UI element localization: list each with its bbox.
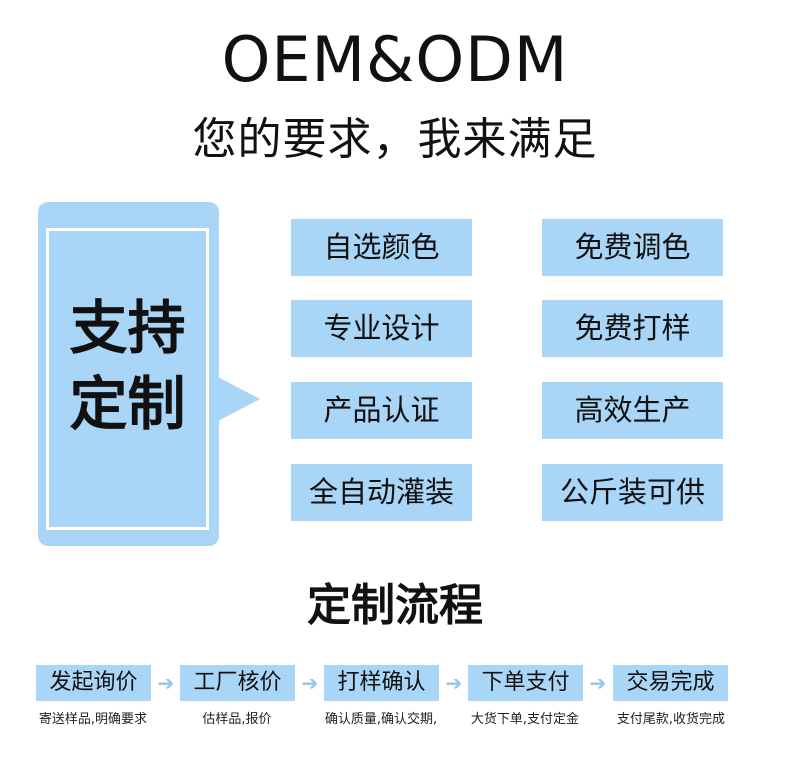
process-step-factory-pricing-desc: 估样品,报价 (202, 712, 272, 727)
process-step-factory-pricing: 工厂核价 (180, 665, 295, 701)
process-step-sample-confirmation: 打样确认 (324, 665, 439, 701)
customization-panel (38, 202, 219, 546)
arrow-right-icon: ➔ (445, 671, 463, 695)
arrow-right-icon: ➔ (301, 671, 319, 695)
process-step-inquiry: 发起询价 (36, 665, 151, 701)
process-step-inquiry-desc: 寄送样品,明确要求 (38, 712, 148, 727)
panel-label-line-1: 支持 (69, 294, 186, 362)
feature-kilogram-packaging: 公斤装可供 (542, 464, 723, 521)
customization-panel-label: 支持 定制 (46, 290, 209, 442)
feature-free-color-matching: 免费调色 (542, 219, 723, 276)
customization-panel-frame (46, 228, 209, 530)
feature-automatic-filling: 全自动灌装 (291, 464, 472, 521)
arrow-right-icon: ➔ (157, 671, 175, 695)
process-step-order-payment-desc: 大货下单,支付定金 (470, 712, 580, 727)
process-step-deal-complete: 交易完成 (613, 665, 728, 701)
feature-efficient-production: 高效生产 (542, 382, 723, 439)
feature-professional-design: 专业设计 (291, 300, 472, 357)
feature-product-certification: 产品认证 (291, 382, 472, 439)
process-step-deal-complete-desc: 支付尾款,收货完成 (616, 712, 726, 727)
panel-pointer-arrow (218, 377, 260, 421)
page-title: OEM&ODM (221, 23, 569, 96)
process-step-order-payment: 下单支付 (468, 665, 583, 701)
process-step-sample-confirmation-desc: 确认质量,确认交期, (324, 712, 438, 727)
feature-free-sampling: 免费打样 (542, 300, 723, 357)
feature-custom-color: 自选颜色 (291, 219, 472, 276)
arrow-right-icon: ➔ (589, 671, 607, 695)
process-title: 定制流程 (307, 580, 483, 631)
panel-label-line-2: 定制 (69, 370, 186, 438)
page-subtitle: 您的要求，我来满足 (192, 114, 598, 165)
